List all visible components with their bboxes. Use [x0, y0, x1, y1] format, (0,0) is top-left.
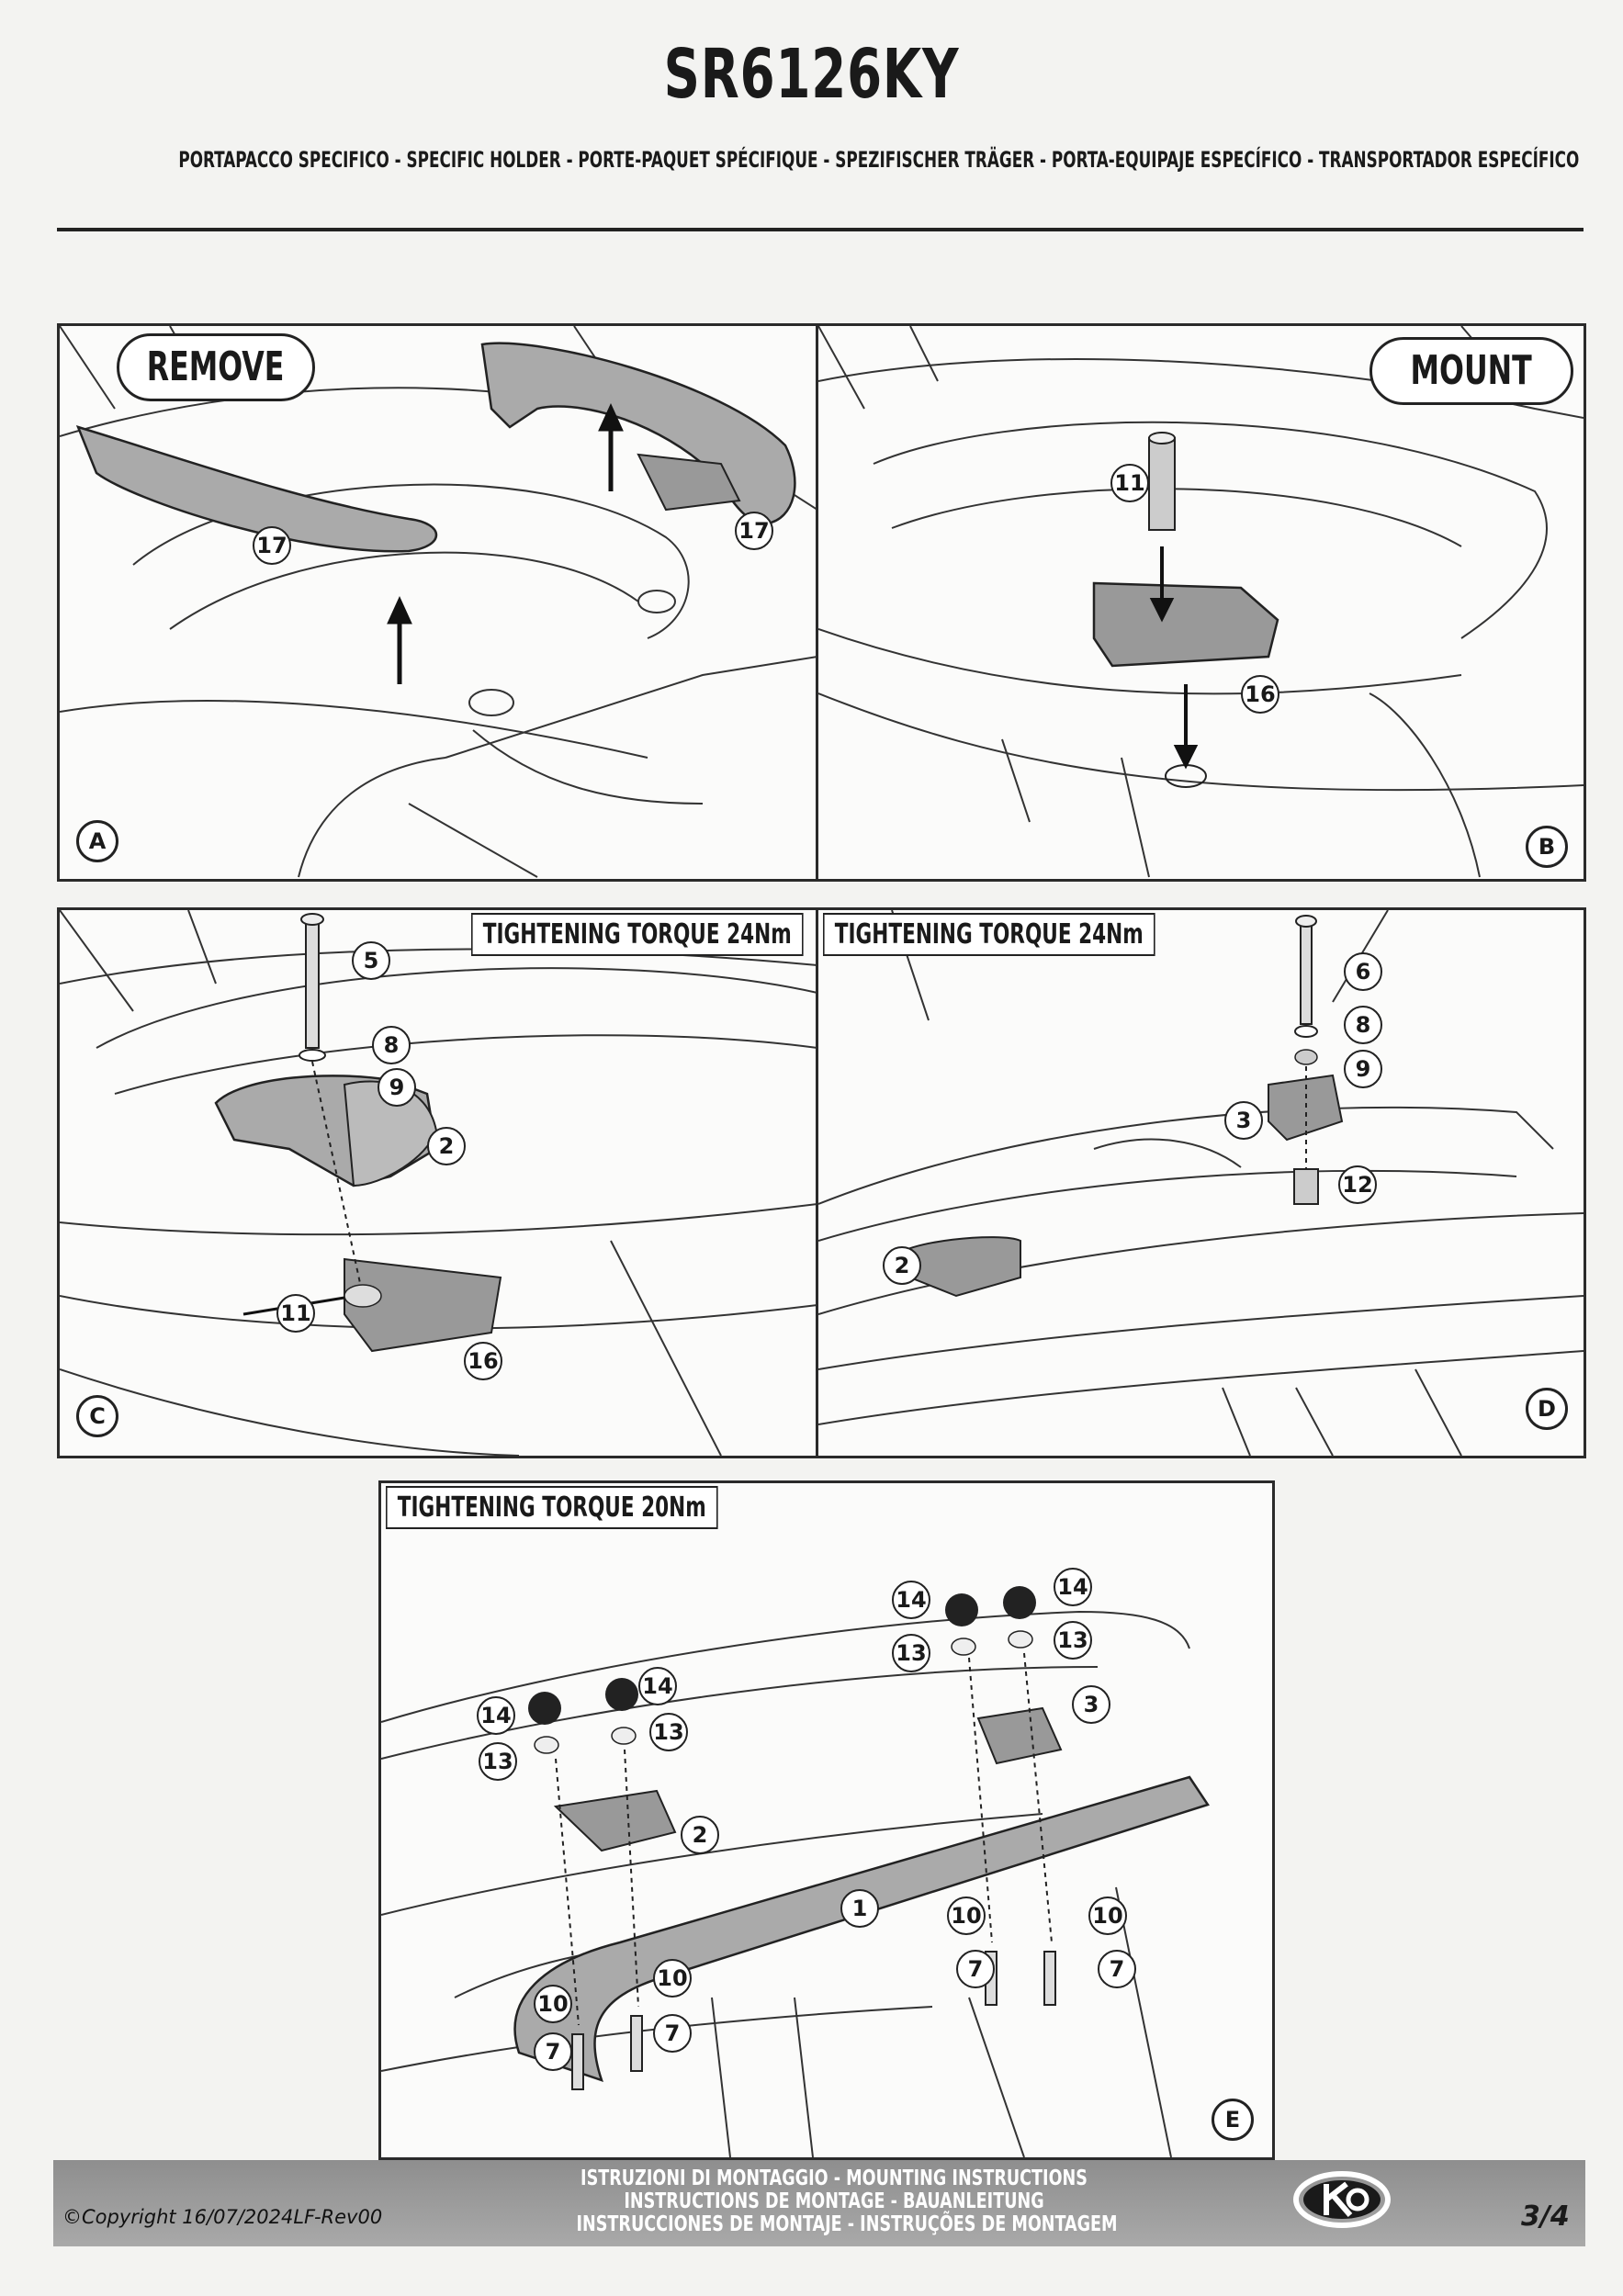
panel-b: MOUNT 11 16 B — [816, 323, 1586, 882]
part-number-7: 7 — [653, 2014, 692, 2053]
part-number-11: 11 — [1110, 464, 1149, 502]
instructions-line: INSTRUCCIONES DE MONTAJE - INSTRUÇÕES DE… — [576, 2212, 1118, 2236]
kappa-logo-icon — [1293, 2171, 1391, 2228]
part-number-3: 3 — [1224, 1101, 1263, 1140]
document-subtitle: PORTAPACCO SPECIFICO - SPECIFIC HOLDER -… — [178, 147, 1580, 173]
rear-bracket-illustration — [60, 910, 817, 1456]
front-bracket-illustration — [818, 910, 1584, 1456]
part-number-10: 10 — [947, 1896, 986, 1935]
footer-bar: ©Copyright 16/07/2024LF-Rev00 ISTRUZIONI… — [53, 2160, 1585, 2246]
part-number-9: 9 — [1344, 1050, 1382, 1088]
part-number-13: 13 — [1054, 1621, 1092, 1660]
bracket-3 — [976, 1706, 1063, 1765]
panel-letter-b: B — [1526, 826, 1568, 868]
part-number-2: 2 — [883, 1246, 921, 1285]
part-number-2: 2 — [427, 1127, 466, 1165]
part-number-8: 8 — [372, 1026, 411, 1064]
part-number-14: 14 — [1054, 1568, 1092, 1606]
mount-label: MOUNT — [1369, 337, 1573, 405]
panel-letter-a: A — [76, 820, 118, 862]
cap-14 — [528, 1692, 561, 1725]
part-number-1: 1 — [840, 1889, 879, 1928]
part-number-3: 3 — [1072, 1685, 1110, 1724]
part-number-17-left: 17 — [253, 526, 291, 565]
mounting-instructions-heading: ISTRUZIONI DI MONTAGGIO - MOUNTING INSTR… — [531, 2167, 1137, 2236]
part-number-13: 13 — [649, 1713, 688, 1751]
part-number-7: 7 — [534, 2032, 572, 2071]
part-number-14: 14 — [477, 1696, 515, 1735]
panel-e: TIGHTENING TORQUE 20Nm 14 14 14 14 13 13… — [378, 1480, 1275, 2160]
torque-label-d: TIGHTENING TORQUE 24Nm — [823, 913, 1155, 956]
part-number-11: 11 — [276, 1294, 315, 1333]
copyright-text: ©Copyright 16/07/2024LF-Rev00 — [62, 2206, 383, 2228]
part-number-9: 9 — [378, 1068, 416, 1107]
rack-bar-1 — [513, 1775, 1210, 2082]
part-number-2: 2 — [681, 1816, 719, 1854]
spacer-12 — [1293, 1168, 1319, 1205]
part-number-8: 8 — [1344, 1006, 1382, 1044]
rack-left-part — [75, 425, 438, 553]
remove-label: REMOVE — [117, 333, 315, 401]
bolt-6 — [1300, 920, 1313, 1025]
page-number: 3/4 — [1521, 2200, 1570, 2233]
panel-c: TIGHTENING TORQUE 24Nm 5 8 9 2 11 16 C — [57, 907, 820, 1458]
document-title: SR6126KY — [663, 35, 960, 114]
panel-letter-e: E — [1212, 2099, 1254, 2141]
spacer-11 — [1148, 437, 1176, 531]
part-number-5: 5 — [352, 941, 390, 980]
mount-insert-illustration — [818, 326, 1584, 878]
header-divider — [57, 228, 1584, 231]
panel-a: REMOVE 17 17 A — [57, 323, 820, 882]
part-number-10: 10 — [653, 1959, 692, 1998]
part-number-13: 13 — [892, 1634, 930, 1672]
insert-plate-16 — [344, 1257, 502, 1353]
torque-label-e: TIGHTENING TORQUE 20Nm — [386, 1486, 718, 1529]
part-number-17-right: 17 — [735, 512, 773, 550]
panel-letter-c: C — [76, 1395, 118, 1437]
part-number-7: 7 — [1098, 1950, 1136, 1988]
part-number-10: 10 — [1088, 1896, 1127, 1935]
rack-assembly-illustration — [381, 1586, 1210, 2157]
rack-right-part — [480, 342, 796, 525]
part-number-16: 16 — [464, 1342, 502, 1380]
part-number-12: 12 — [1338, 1165, 1377, 1204]
panel-d: TIGHTENING TORQUE 24Nm 6 8 9 3 12 2 D — [816, 907, 1586, 1458]
instructions-line: ISTRUZIONI DI MONTAGGIO - MOUNTING INSTR… — [580, 2167, 1088, 2190]
bolt-5 — [305, 918, 320, 1049]
part-number-7: 7 — [956, 1950, 995, 1988]
part-number-16: 16 — [1241, 675, 1279, 714]
part-number-6: 6 — [1344, 952, 1382, 991]
part-number-14: 14 — [892, 1581, 930, 1619]
bracket-2 — [553, 1789, 677, 1852]
part-number-10: 10 — [534, 1985, 572, 2023]
panel-letter-d: D — [1526, 1388, 1568, 1430]
torque-label-c: TIGHTENING TORQUE 24Nm — [471, 913, 804, 956]
part-number-13: 13 — [479, 1742, 517, 1781]
instructions-line: INSTRUCTIONS DE MONTAGE - BAUANLEITUNG — [624, 2189, 1044, 2213]
insert-plate-16 — [1092, 581, 1279, 668]
part-number-14: 14 — [638, 1667, 677, 1705]
remove-rack-illustration — [60, 326, 817, 878]
